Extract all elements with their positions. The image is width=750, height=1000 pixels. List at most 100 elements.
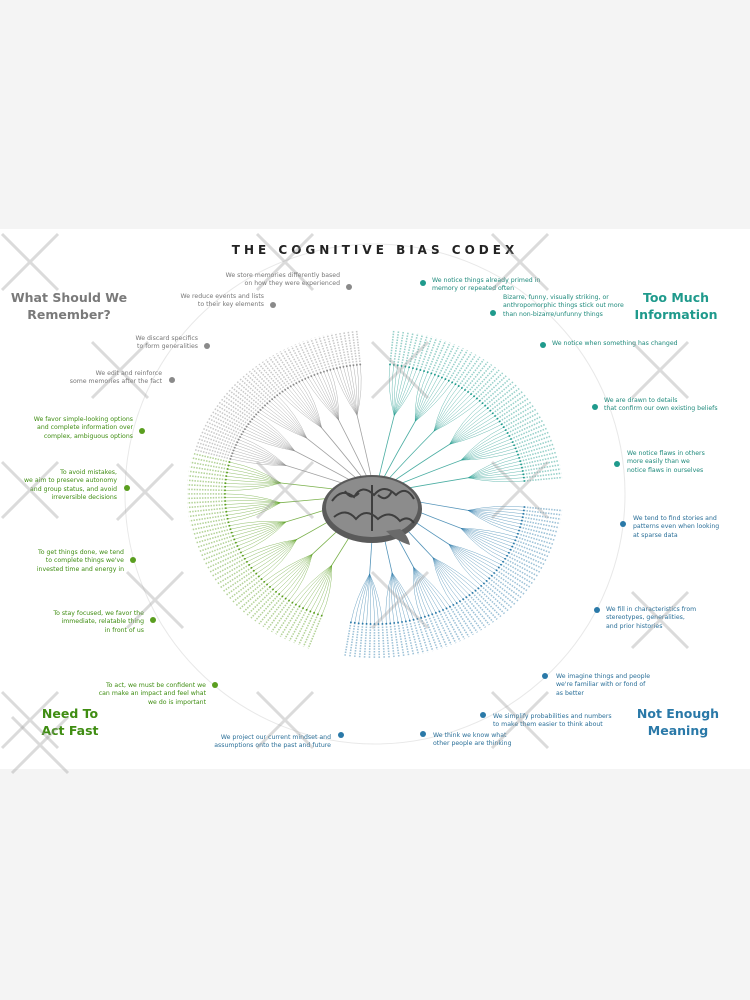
branch-leaf	[251, 539, 297, 568]
branch-leaf	[226, 502, 281, 516]
branch-leaf	[460, 528, 516, 541]
branch-node	[225, 475, 228, 477]
bias-label-mark	[302, 341, 319, 375]
branch-leaf	[413, 567, 429, 616]
branch-leaf	[225, 482, 281, 488]
branch-node	[482, 582, 485, 585]
branch-leaf	[448, 544, 482, 587]
branch-leaf	[432, 557, 464, 600]
branch-leaf	[285, 389, 322, 428]
bias-label-mark	[200, 431, 237, 446]
bias-label-mark	[275, 352, 298, 384]
bias-label-mark	[216, 404, 249, 425]
branch-node	[518, 457, 521, 459]
branch-node	[392, 364, 395, 366]
bias-label-mark	[353, 623, 360, 659]
branch-leaf	[391, 572, 399, 623]
remember-note: We store memories differently based on h…	[225, 272, 340, 288]
branch-node	[516, 532, 519, 535]
bias-label-mark	[268, 357, 292, 387]
bias-label-mark	[492, 391, 523, 415]
branch-leaf	[260, 409, 307, 439]
branch-node	[514, 447, 517, 450]
branch-leaf	[460, 528, 513, 547]
bias-label-mark	[520, 523, 559, 533]
branch-node	[361, 622, 364, 625]
branch-leaf	[369, 573, 379, 624]
bias-label-mark	[400, 331, 410, 367]
bias-label-mark	[233, 383, 264, 409]
branch-node	[291, 601, 294, 604]
branch-node	[506, 554, 508, 557]
branch-leaf	[235, 521, 287, 543]
remember-dot	[169, 377, 175, 383]
bias-label-mark	[457, 356, 481, 387]
bias-label-mark	[223, 395, 255, 418]
branch-node	[263, 580, 266, 583]
branch-leaf	[467, 508, 524, 511]
branch-leaf	[461, 438, 512, 461]
bias-label-mark	[187, 479, 226, 484]
branch-node	[251, 418, 254, 421]
branch-leaf	[233, 450, 287, 466]
branch-leaf	[269, 553, 313, 588]
branch-node	[478, 399, 481, 402]
bias-label-mark	[501, 404, 535, 426]
branch-leaf	[306, 565, 332, 610]
bias-label-mark	[248, 370, 276, 398]
bias-label-mark	[188, 474, 226, 481]
meaning-note: We simplify probabilities and numbers to…	[493, 713, 612, 729]
branch-leaf	[296, 383, 322, 428]
bias-label-mark	[251, 368, 278, 396]
branch-leaf	[414, 373, 432, 422]
bias-label-mark	[498, 566, 531, 588]
meaning-dot	[594, 607, 600, 613]
branch-node	[457, 385, 460, 387]
branch-leaf	[248, 423, 295, 452]
branch-leaf	[388, 364, 395, 416]
branch-node	[369, 623, 372, 625]
bias-label-mark	[191, 457, 229, 467]
bias-label-mark	[434, 342, 451, 376]
bias-label-mark	[351, 330, 358, 366]
branch-node	[412, 618, 415, 621]
too-much-note: We are drawn to details that confirm our…	[604, 397, 718, 413]
branch-leaf	[449, 413, 493, 445]
branch-node	[302, 607, 304, 609]
branch-node	[359, 363, 362, 366]
bias-label-mark	[358, 623, 364, 659]
bias-label-mark	[222, 570, 255, 593]
bias-label-mark	[496, 569, 528, 592]
branch-node	[481, 402, 484, 405]
branch-node	[522, 476, 525, 479]
act-fast-dot	[139, 428, 145, 434]
branch-node	[500, 423, 503, 426]
branch-leaf	[246, 539, 297, 562]
branch-node	[507, 551, 510, 554]
branch-node	[419, 369, 422, 371]
bias-label-mark	[464, 361, 489, 391]
bias-label-mark	[502, 561, 536, 581]
branch-leaf	[414, 374, 436, 422]
branch-leaf	[249, 539, 297, 566]
branch-node	[480, 584, 483, 587]
branch-node	[229, 528, 232, 531]
branch-leaf	[226, 475, 281, 484]
bias-label-mark	[235, 581, 265, 606]
bias-label-mark	[401, 621, 410, 657]
bias-label-mark	[242, 586, 271, 613]
branch-node	[232, 449, 235, 452]
branch-leaf	[467, 510, 522, 525]
branch-leaf	[264, 553, 313, 582]
bias-label-mark	[500, 563, 534, 585]
branch-leaf	[393, 367, 410, 416]
branch-leaf	[391, 572, 403, 622]
branch-node	[242, 430, 245, 433]
bias-label-mark	[196, 535, 234, 549]
branch-leaf	[432, 557, 476, 591]
branch-leaf	[326, 370, 339, 421]
branch-node	[224, 496, 226, 499]
branch-node	[313, 374, 316, 376]
branch-node	[494, 415, 496, 417]
branch-leaf	[226, 502, 281, 512]
